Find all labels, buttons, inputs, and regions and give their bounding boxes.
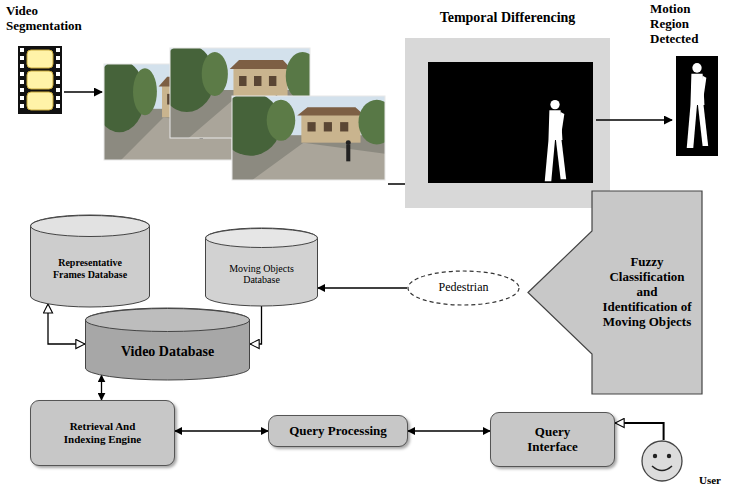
shape-outline xyxy=(527,190,703,395)
node-text: Query Interface xyxy=(513,425,593,455)
film-perforation xyxy=(56,48,60,112)
video-frame xyxy=(220,92,395,180)
connector-arrow xyxy=(615,423,664,440)
node-text: Moving Objects Database xyxy=(216,263,308,286)
film-icon xyxy=(18,46,62,114)
class-ellipse-outline xyxy=(408,271,519,305)
node-text: Representative Frames Database xyxy=(49,257,131,280)
difference-image xyxy=(428,62,593,183)
connector-arrow xyxy=(48,304,85,344)
cylinder-body xyxy=(31,215,150,307)
connector-arrow xyxy=(250,306,262,344)
cylinder-body xyxy=(86,308,250,380)
arrow-outline xyxy=(528,191,702,394)
connector-arrow xyxy=(408,430,490,431)
motion-region xyxy=(676,56,718,156)
film-strip xyxy=(18,46,62,114)
shape-outline xyxy=(85,308,250,380)
face-smile xyxy=(652,466,672,471)
flow-arrow xyxy=(596,119,672,121)
flow-arrow xyxy=(64,91,102,93)
film-frame xyxy=(27,92,53,110)
pedestrian-silhouette xyxy=(545,100,566,181)
pedestrian-silhouette xyxy=(687,63,708,148)
film-frame xyxy=(27,50,53,68)
face-eye xyxy=(653,454,657,458)
connector-arrow xyxy=(175,430,268,431)
cylinder-top xyxy=(206,229,318,248)
panel-ground xyxy=(405,38,610,208)
node-text: Query Processing xyxy=(289,424,387,439)
connector-arrow xyxy=(101,375,102,400)
shape-outline xyxy=(636,440,728,496)
process-box: Query Interface xyxy=(490,412,615,467)
face-outline xyxy=(642,441,682,481)
node-text: Retrieval And Indexing Engine xyxy=(57,420,149,445)
face-eye xyxy=(667,454,671,458)
section-label: Video Segmentation xyxy=(6,4,86,34)
section-label: Temporal Differencing xyxy=(420,10,595,26)
node-text: User xyxy=(692,474,728,487)
video-frames xyxy=(94,44,395,180)
differencing-panel xyxy=(405,38,610,208)
node-text: Video Database xyxy=(121,344,214,360)
frame-border xyxy=(232,96,385,180)
section-label: Motion Region Detected xyxy=(650,2,730,47)
process-box: Query Processing xyxy=(268,415,408,447)
database-cylinder: Video Database xyxy=(85,308,250,380)
process-arrow: Fuzzy Classification and Identification … xyxy=(527,190,703,395)
cylinder-top xyxy=(31,216,150,237)
process-box: Retrieval And Indexing Engine xyxy=(30,400,175,466)
cylinder-body xyxy=(206,228,318,306)
node-text: Pedestrian xyxy=(439,281,489,295)
motion-image xyxy=(676,56,718,156)
film-perforation xyxy=(20,48,24,112)
database-cylinder: Moving Objects Database xyxy=(205,228,318,306)
user-icon: User xyxy=(636,440,728,496)
cylinder-top xyxy=(86,309,250,332)
database-cylinder: Representative Frames Database xyxy=(30,215,150,307)
connector-arrow xyxy=(318,287,407,288)
class-ellipse: Pedestrian xyxy=(407,270,520,306)
film-frame xyxy=(27,71,53,89)
node-text: Fuzzy Classification and Identification … xyxy=(598,255,696,330)
